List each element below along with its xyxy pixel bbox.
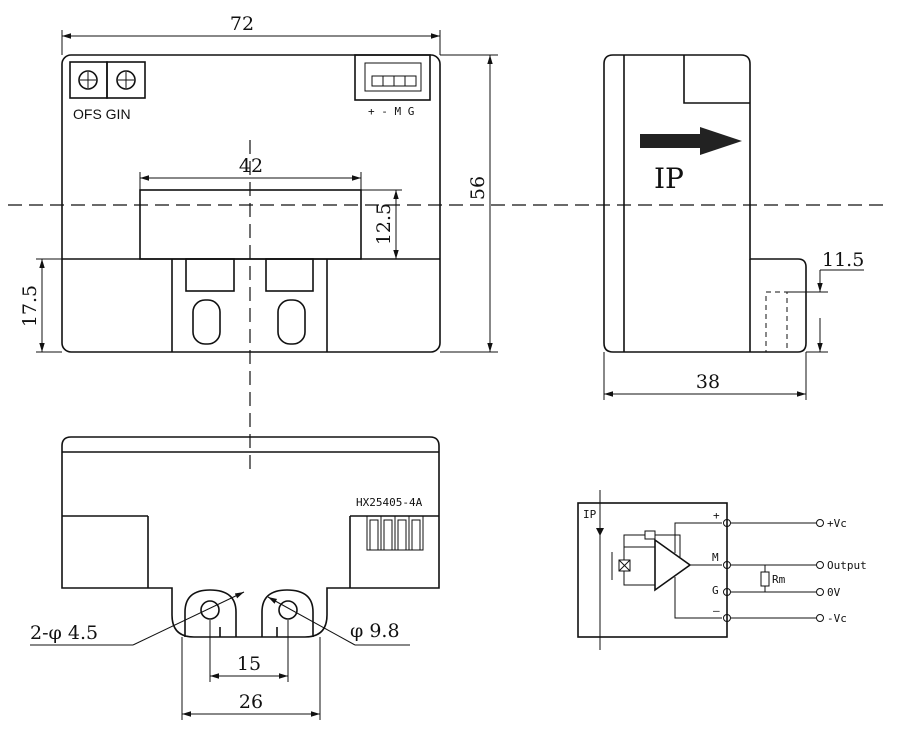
schematic-ip-label: IP: [583, 508, 597, 521]
dim-width-72: 72: [230, 13, 254, 35]
front-connector: [354, 54, 431, 101]
gin-potentiometer: [106, 61, 146, 99]
dim-hole-large: φ 9.8: [350, 620, 400, 642]
pin-plus: +: [713, 509, 720, 522]
schematic: IP + M G – Rm: [577, 490, 867, 650]
out-neg-vc: -Vc: [827, 612, 847, 625]
pot-labels: OFS GIN: [73, 106, 131, 122]
dim-window-12-5: 12.5: [373, 203, 395, 245]
out-output: Output: [827, 559, 867, 572]
dim-window-42: 42: [239, 155, 263, 177]
bottom-connector: [366, 515, 424, 551]
op-amp: [654, 538, 692, 592]
dim-hole-spacing-15: 15: [237, 653, 261, 675]
model-label: HX25405-4A: [356, 496, 423, 509]
mount-slot-right: [277, 299, 306, 345]
pin-g: G: [712, 584, 719, 597]
schematic-box: [577, 502, 728, 638]
current-direction-arrow: [640, 127, 742, 155]
bottom-view: HX25405-4A 2-φ 4.5 φ 9.8 15 26: [30, 436, 440, 720]
mount-hole-left: [200, 600, 220, 620]
bottom-body: [61, 436, 440, 638]
rm-label: Rm: [772, 573, 786, 586]
out-vcc: +Vc: [827, 517, 847, 530]
dim-hole-small: 2-φ 4.5: [30, 622, 98, 644]
mount-hole-right: [278, 600, 298, 620]
pin-minus: –: [713, 604, 720, 617]
connector-pin-labels: + - M G: [368, 105, 414, 118]
hidden-pin: [765, 291, 788, 353]
rm-resistor: [760, 571, 770, 587]
front-view: OFS GIN + - M G 72: [8, 13, 890, 470]
side-body: [603, 54, 807, 353]
pin-m: M: [712, 551, 719, 564]
dim-pin-11-5: 11.5: [822, 249, 864, 271]
dim-base-17-5: 17.5: [19, 285, 41, 327]
mount-slot-left: [192, 299, 221, 345]
ip-label: IP: [654, 162, 684, 195]
ofs-potentiometer: [69, 61, 108, 99]
dim-depth-38: 38: [696, 371, 720, 393]
dim-height-56: 56: [467, 176, 489, 200]
front-body: [61, 54, 441, 353]
out-0v: 0V: [827, 586, 841, 599]
side-view: IP 38 11.5: [603, 54, 864, 400]
dim-foot-26: 26: [239, 691, 263, 713]
